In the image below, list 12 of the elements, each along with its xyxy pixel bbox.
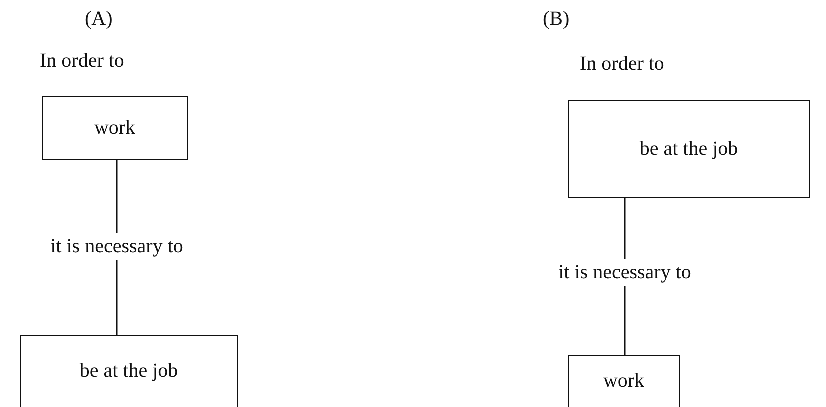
panel-label: (B) — [543, 8, 570, 31]
process-box — [568, 100, 810, 198]
box-text: work — [603, 370, 645, 393]
box-text: be at the job — [80, 360, 178, 383]
box-heading: In order to — [40, 50, 124, 73]
box-text: be at the job — [640, 138, 738, 160]
process-box — [20, 335, 238, 407]
process-box — [42, 96, 188, 160]
box-text: work — [94, 116, 136, 140]
box-heading: In order to — [580, 53, 664, 76]
process-box — [568, 355, 680, 407]
panel-label: (A) — [85, 8, 113, 31]
